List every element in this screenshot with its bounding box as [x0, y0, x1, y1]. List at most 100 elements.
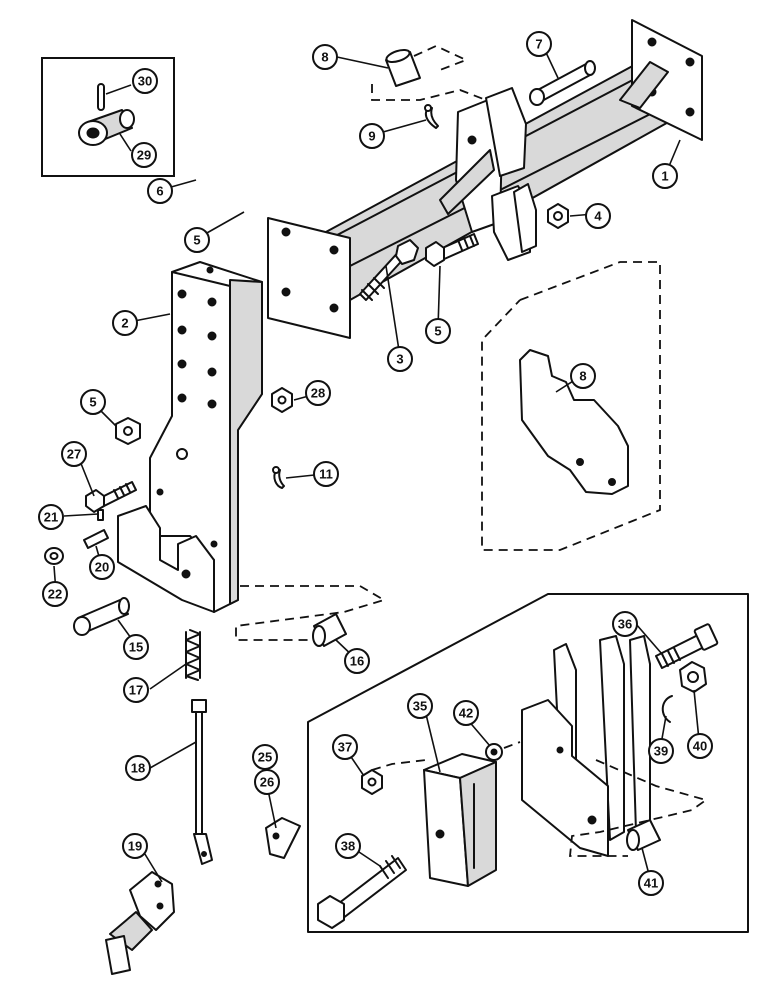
- svg-text:2: 2: [121, 316, 128, 331]
- latch-25-26-drawing: [265, 817, 301, 859]
- callout-37: 37: [332, 734, 358, 760]
- svg-text:19: 19: [128, 839, 142, 854]
- dashed-group-16: [235, 585, 387, 641]
- callout-10: 8: [312, 44, 338, 70]
- dashed-link-37: [371, 759, 427, 771]
- svg-text:6: 6: [156, 184, 163, 199]
- bushing-10-drawing: [385, 48, 421, 87]
- callout-1: 1: [652, 163, 678, 189]
- bushing-41-drawing: [626, 819, 661, 851]
- svg-text:5: 5: [434, 324, 441, 339]
- svg-text:38: 38: [341, 839, 355, 854]
- rod-18-drawing: [191, 699, 213, 865]
- svg-text:36: 36: [618, 617, 632, 632]
- svg-text:41: 41: [644, 876, 658, 891]
- washer-22-drawing: [44, 547, 64, 565]
- svg-text:22: 22: [48, 587, 62, 602]
- svg-text:17: 17: [129, 683, 143, 698]
- svg-text:39: 39: [654, 744, 668, 759]
- pin-9-drawing: [529, 60, 596, 106]
- callout-38: 38: [335, 833, 361, 859]
- pivot-pin-29-drawing: [78, 109, 135, 146]
- callout-41: 41: [638, 870, 664, 896]
- callout-28: 28: [305, 380, 331, 406]
- svg-text:20: 20: [95, 560, 109, 575]
- dashed-link-10: [371, 84, 487, 101]
- cotter-pin-11-upper-drawing: [424, 104, 439, 129]
- callout-40: 40: [687, 733, 713, 759]
- svg-text:42: 42: [459, 706, 473, 721]
- callout-5-lower: 5: [80, 389, 106, 415]
- callout-8: 6: [147, 178, 173, 204]
- callout-29: 29: [131, 142, 157, 168]
- callout-26: 26: [254, 769, 280, 795]
- roll-pin-21-drawing: [97, 509, 104, 521]
- callout-7: 5: [184, 227, 210, 253]
- callout-18: 18: [125, 755, 151, 781]
- lever-19-drawing: [105, 871, 175, 975]
- washer-42-drawing: [485, 743, 503, 761]
- svg-text:25: 25: [258, 750, 272, 765]
- plate-6-drawing: [519, 349, 629, 495]
- bolt-3-drawing: [359, 239, 419, 301]
- svg-text:16: 16: [350, 654, 364, 669]
- svg-text:40: 40: [693, 739, 707, 754]
- svg-text:5: 5: [193, 233, 200, 248]
- callout-17: 17: [123, 677, 149, 703]
- callout-19: 19: [122, 833, 148, 859]
- svg-text:27: 27: [67, 447, 81, 462]
- snap-ring-39-drawing: [661, 695, 673, 723]
- svg-text:30: 30: [138, 74, 152, 89]
- callout-6: 8: [570, 363, 596, 389]
- jaw-assembly-drawing: [521, 635, 651, 857]
- callout-11-upper: 9: [359, 123, 385, 149]
- pin-20-drawing: [83, 529, 109, 549]
- nut-5-lower-drawing: [115, 417, 141, 445]
- svg-text:15: 15: [129, 640, 143, 655]
- callout-3: 3: [387, 346, 413, 372]
- bolt-27-drawing: [85, 481, 137, 513]
- callout-35: 35: [407, 693, 433, 719]
- dashed-group-6: [481, 261, 661, 551]
- hitch-pin-15-drawing: [73, 597, 130, 636]
- svg-text:9: 9: [368, 129, 375, 144]
- svg-text:26: 26: [260, 775, 274, 790]
- svg-text:21: 21: [44, 510, 58, 525]
- bolt-38-drawing: [317, 855, 407, 929]
- svg-text:5: 5: [89, 395, 96, 410]
- svg-text:7: 7: [535, 37, 542, 52]
- callout-25: 25: [252, 744, 278, 770]
- svg-text:4: 4: [594, 209, 602, 224]
- svg-text:11: 11: [319, 467, 333, 482]
- callout-22: 22: [42, 581, 68, 607]
- svg-text:8: 8: [579, 369, 586, 384]
- callout-4: 5: [425, 318, 451, 344]
- callout-21: 21: [38, 504, 64, 530]
- clevis-block-35-drawing: [423, 753, 497, 887]
- drawbar-support-2-drawing: [117, 261, 263, 613]
- svg-text:18: 18: [131, 761, 145, 776]
- inset-frame: [41, 57, 175, 177]
- pin-30-drawing: [97, 83, 105, 111]
- bushing-16-drawing: [312, 613, 347, 647]
- spring-17-drawing: [185, 629, 201, 681]
- nut-28-drawing: [271, 387, 293, 413]
- callout-5-upper: 4: [585, 203, 611, 229]
- callout-42: 42: [453, 700, 479, 726]
- bolt-36-drawing: [655, 623, 719, 669]
- nut-5-upper-drawing: [547, 203, 569, 229]
- callout-9: 7: [526, 31, 552, 57]
- callout-16: 16: [344, 648, 370, 674]
- svg-text:1: 1: [661, 169, 668, 184]
- callout-11-lower: 11: [313, 461, 339, 487]
- nut-37-drawing: [361, 769, 383, 795]
- svg-text:8: 8: [321, 50, 328, 65]
- svg-text:3: 3: [396, 352, 403, 367]
- cotter-pin-11-lower-drawing: [272, 466, 285, 489]
- svg-text:28: 28: [311, 386, 325, 401]
- callout-27: 27: [61, 441, 87, 467]
- callout-39: 39: [648, 738, 674, 764]
- callout-2: 2: [112, 310, 138, 336]
- cross-tube-1-drawing: [267, 19, 703, 339]
